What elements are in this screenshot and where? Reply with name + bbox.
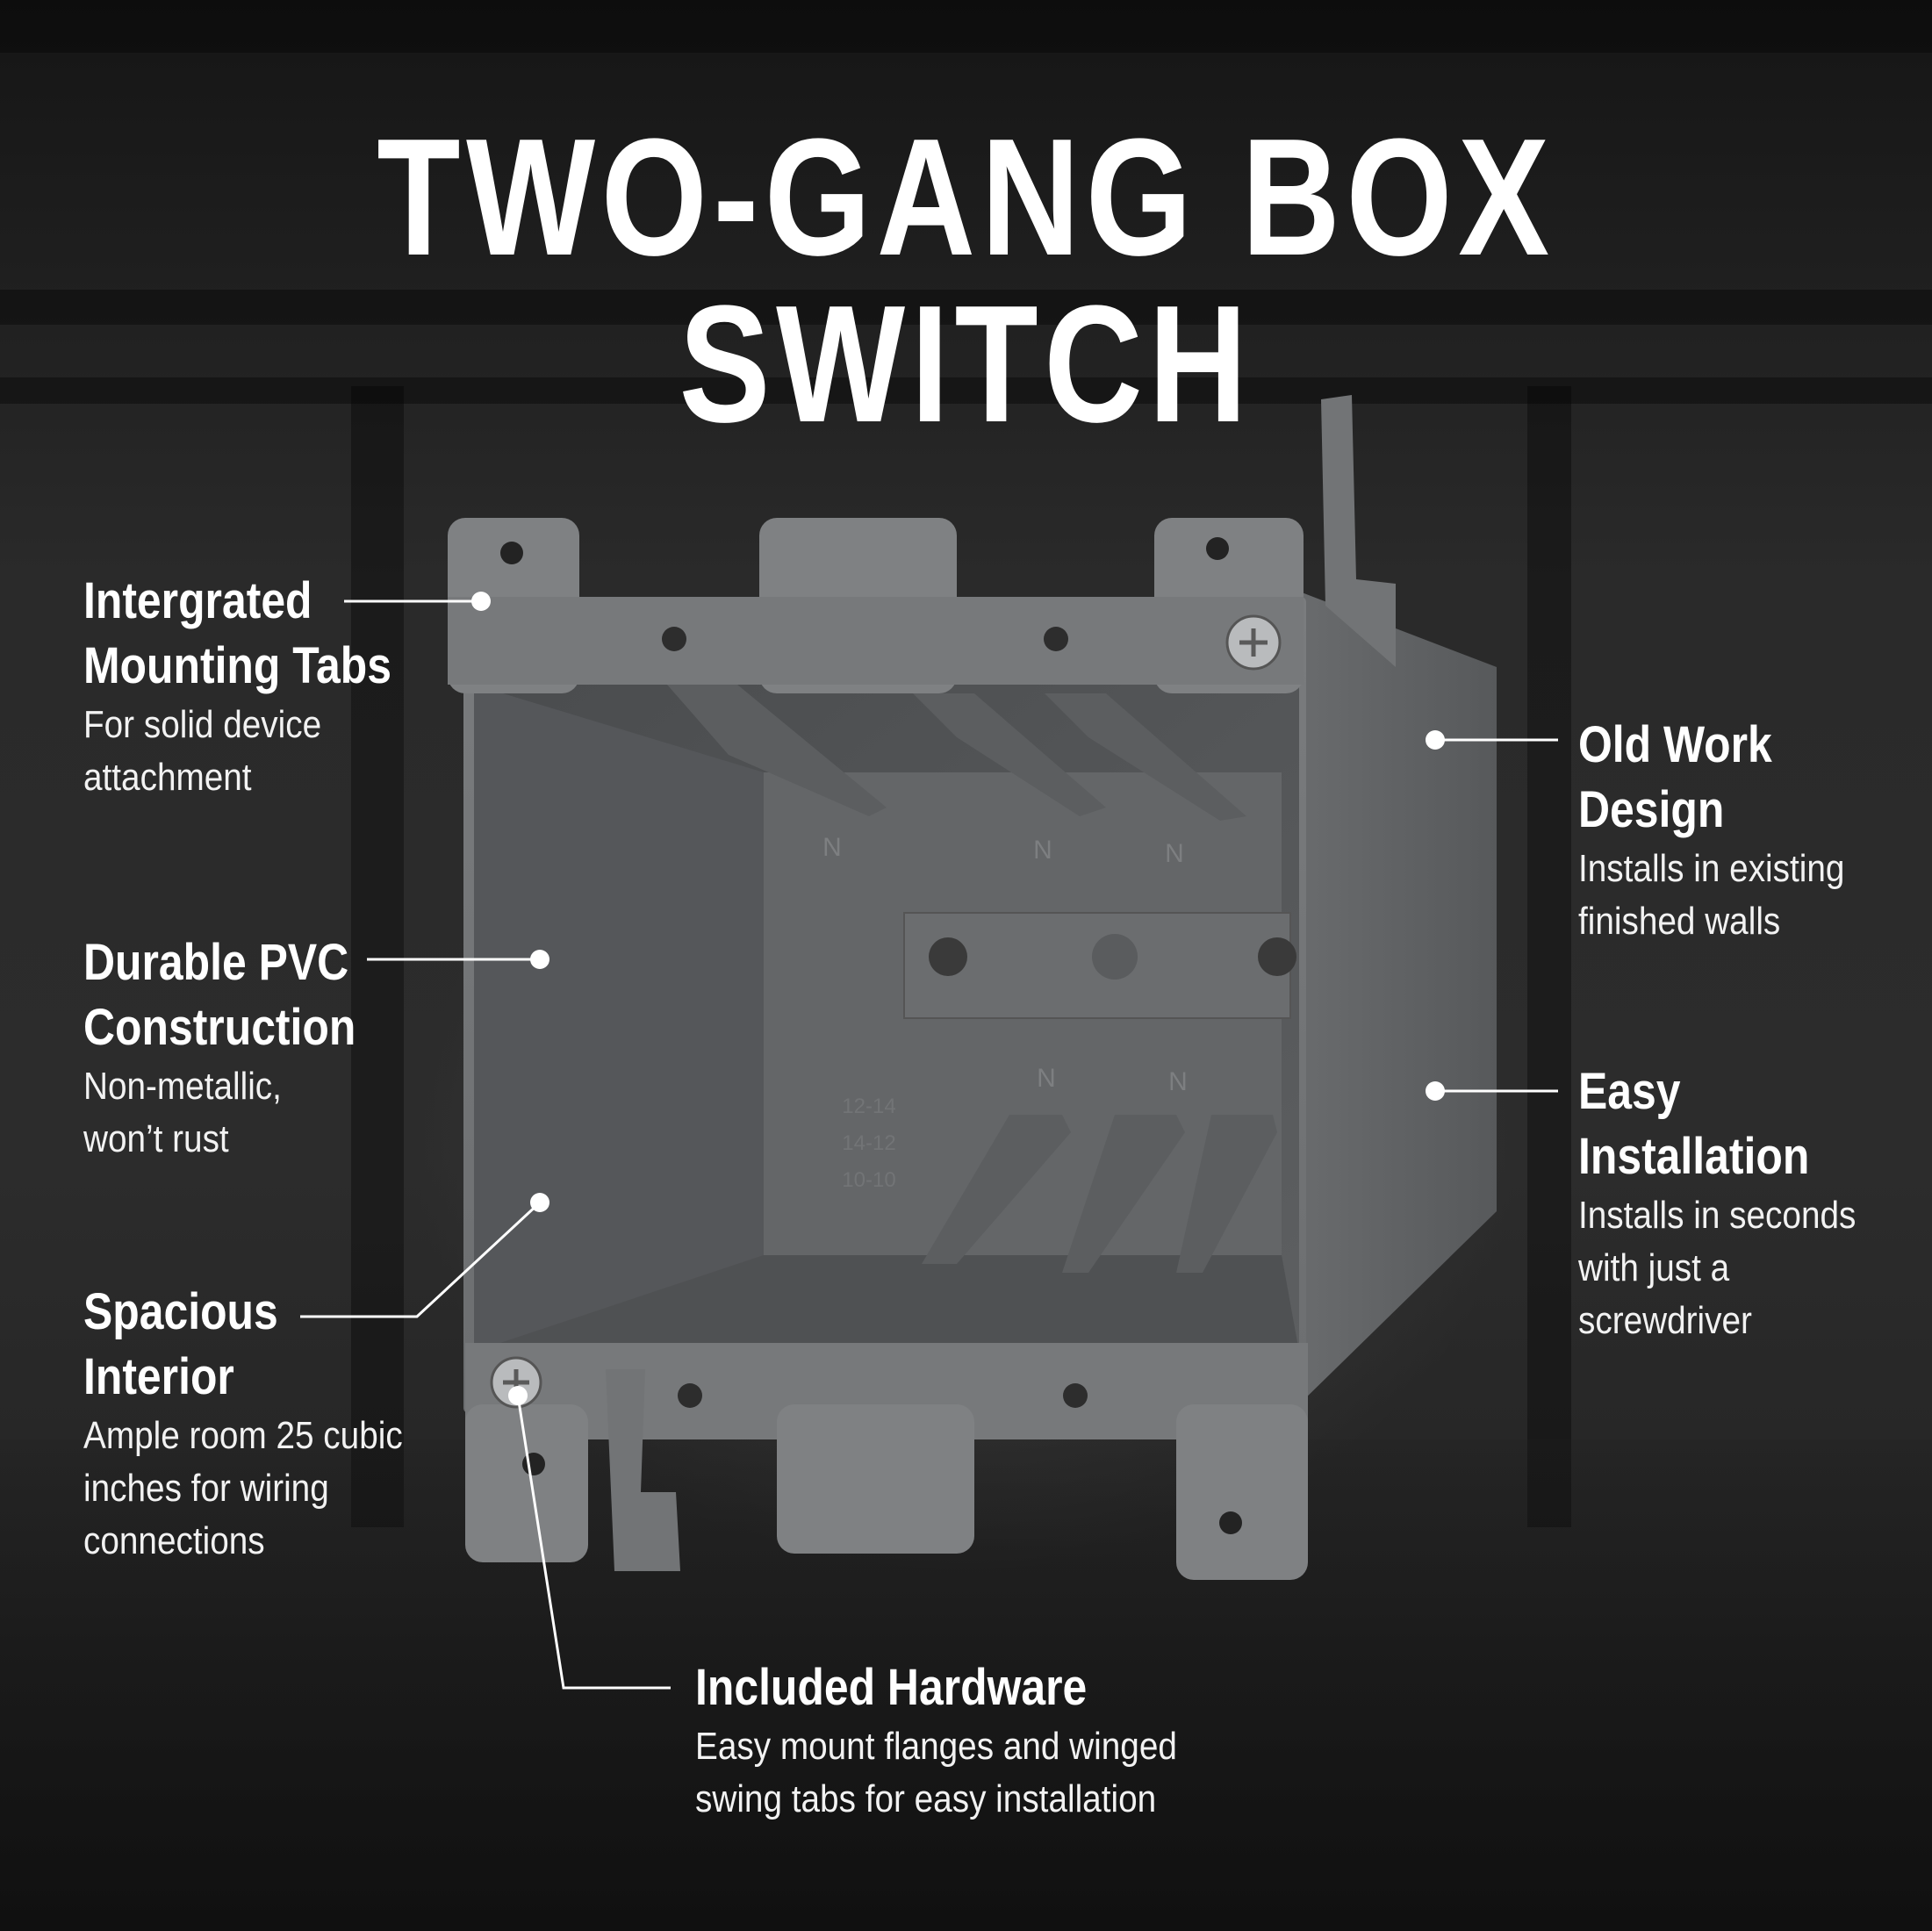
callout-dot — [471, 592, 491, 611]
mounting-tab — [1176, 1404, 1308, 1580]
callout-description: Installs in seconds — [1578, 1194, 1857, 1237]
leader-spacious-interior — [300, 1201, 542, 1318]
callout-dot — [1426, 730, 1445, 750]
rating-marking: 10-10 — [842, 1168, 895, 1192]
terminal-marking: N — [1037, 1064, 1056, 1093]
callout-mounting-tabs: Intergrated Mounting Tabs For solid devi… — [83, 569, 442, 804]
callout-dot — [1426, 1081, 1445, 1101]
ceiling-beam — [0, 290, 1932, 325]
callout-dot — [508, 1386, 528, 1405]
leader-included-hardware — [516, 1395, 671, 1690]
callout-description: Non-metallic, — [83, 1065, 282, 1108]
wire-clamp — [922, 1115, 1071, 1264]
callout-description: Ample room 25 cubic — [83, 1414, 403, 1457]
terminal-marking: N — [1165, 839, 1184, 868]
callout-old-work: Old Work Design Installs in existing fin… — [1578, 713, 1881, 948]
callout-description: finished walls — [1578, 900, 1781, 943]
callout-dot — [530, 950, 549, 969]
top-rail — [448, 597, 1304, 685]
rating-marking: 14-12 — [842, 1131, 895, 1155]
callout-description: swing tabs for easy installation — [695, 1777, 1157, 1820]
ceiling-beam — [0, 377, 1932, 404]
callout-heading: Intergrated — [83, 572, 312, 629]
callout-durable-pvc: Durable PVC Construction Non-metallic, w… — [83, 930, 400, 1166]
callout-dot — [530, 1193, 549, 1212]
terminal-marking: N — [822, 833, 842, 862]
page-title: TWO-GANG BOX SWITCH — [377, 104, 1555, 457]
mounting-hole — [678, 1383, 702, 1408]
callout-description: won’t rust — [83, 1117, 229, 1160]
callout-heading: Included Hardware — [695, 1659, 1088, 1716]
wire-clamp — [913, 693, 1106, 816]
callout-heading: Durable PVC — [83, 934, 349, 991]
mounting-hole — [1206, 537, 1229, 560]
callout-description: connections — [83, 1519, 265, 1562]
ceiling-beam — [0, 0, 1932, 53]
wall-post — [351, 386, 404, 1527]
callout-description: For solid device — [83, 703, 322, 746]
callout-heading: Installation — [1578, 1128, 1810, 1185]
rating-marking: 12-14 — [842, 1095, 895, 1118]
callout-heading: Interior — [83, 1348, 234, 1405]
box-side-wall — [1290, 588, 1497, 1404]
callout-description: with just a — [1578, 1246, 1730, 1289]
mounting-hole — [1044, 627, 1068, 651]
wire-clamp — [1045, 693, 1246, 821]
terminal-marking: N — [1033, 836, 1052, 865]
callout-easy-installation: Easy Installation Installs in seconds wi… — [1578, 1059, 1894, 1347]
wire-clamp — [667, 685, 887, 816]
callout-heading: Spacious — [83, 1283, 278, 1340]
swing-tab — [606, 1369, 680, 1571]
mounting-hole — [1063, 1383, 1088, 1408]
mounting-hole — [500, 542, 523, 564]
box-left-wall — [474, 685, 764, 1352]
callout-description: screwdriver — [1578, 1299, 1752, 1342]
mounting-tab — [777, 1404, 974, 1554]
callout-description: Easy mount flanges and winged — [695, 1725, 1177, 1768]
mounting-tab — [465, 1404, 588, 1562]
swing-tab — [1321, 395, 1396, 667]
callout-heading: Easy — [1578, 1063, 1681, 1120]
mounting-hole — [1219, 1511, 1242, 1534]
callout-heading: Old Work — [1578, 716, 1772, 773]
wire-clamp — [1176, 1115, 1277, 1273]
callout-description: Installs in existing — [1578, 847, 1845, 890]
callout-heading: Design — [1578, 781, 1725, 838]
callout-description: attachment — [83, 756, 252, 799]
callout-spacious-interior: Spacious Interior Ample room 25 cubic in… — [83, 1280, 446, 1568]
mounting-hole — [662, 627, 686, 651]
callout-included-hardware: Included Hardware Easy mount flanges and… — [695, 1655, 1243, 1826]
callout-heading: Mounting Tabs — [83, 637, 391, 694]
wall-post — [1527, 386, 1571, 1527]
callout-heading: Construction — [83, 999, 356, 1056]
box-floor — [474, 1255, 1299, 1352]
wire-clamp — [1062, 1115, 1185, 1273]
callout-description: inches for wiring — [83, 1467, 329, 1510]
terminal-marking: N — [1168, 1067, 1188, 1096]
